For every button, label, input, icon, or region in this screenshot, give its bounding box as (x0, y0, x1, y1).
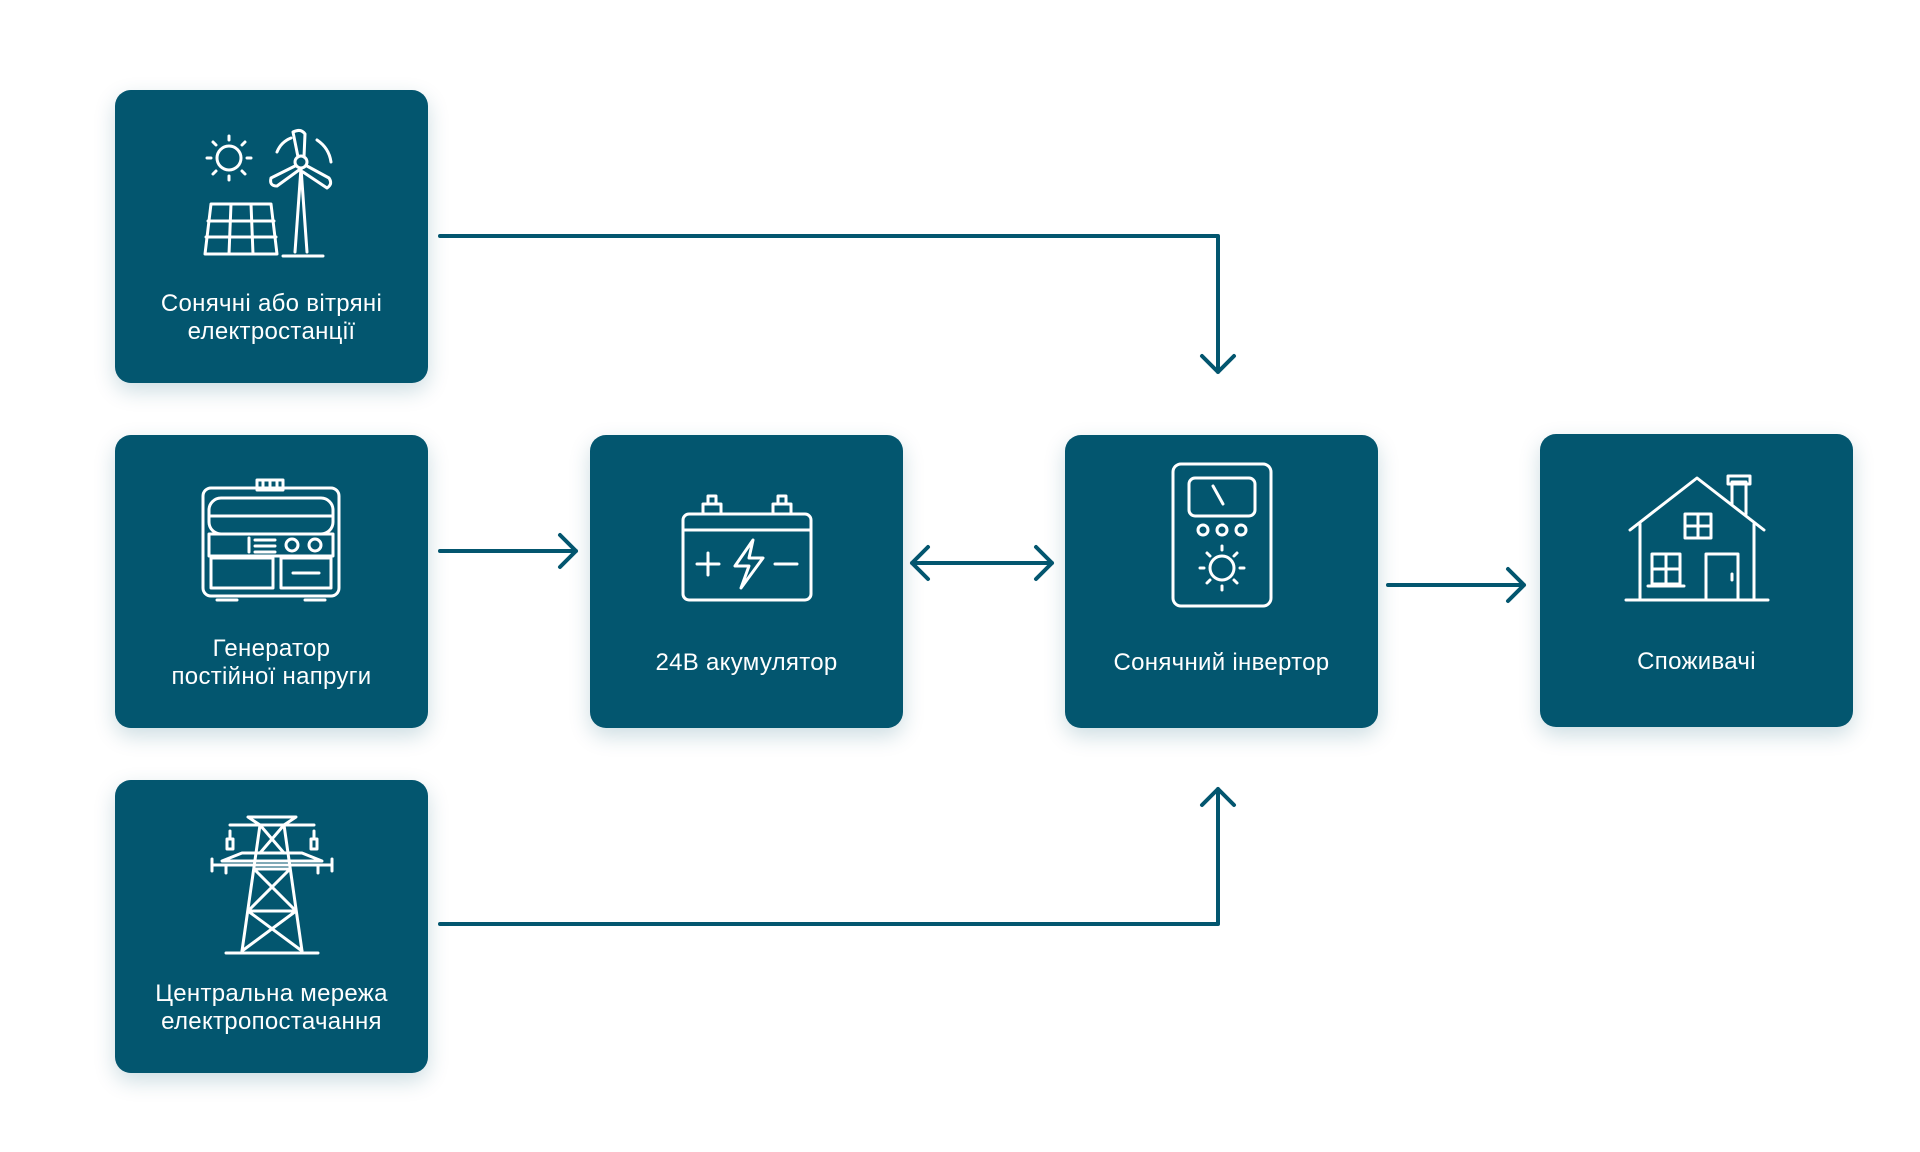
node-generator-label-line2: постійної напруги (171, 663, 372, 690)
node-generator: Генератор постійної напруги (115, 435, 428, 728)
node-consumers-label: Споживачі (1637, 648, 1756, 675)
node-renewables-label-line2: електростанції (187, 318, 356, 345)
node-inverter-label: Сонячний інвертор (1113, 649, 1330, 676)
node-grid-label-line2: електропостачання (161, 1008, 382, 1035)
house-icon (1540, 468, 1853, 608)
node-renewables-label-line1: Сонячні або вітряні (160, 290, 383, 317)
arrow-renewables-to-inverter (438, 234, 1236, 374)
node-battery-label: 24В акумулятор (655, 649, 838, 676)
node-grid: Центральна мережа електропостачання (115, 780, 428, 1073)
arrow-generator-to-battery (438, 533, 578, 569)
generator-icon (115, 471, 428, 611)
node-inverter: Сонячний інвертор (1065, 435, 1378, 728)
node-grid-label-line1: Центральна мережа (155, 980, 388, 1007)
node-generator-label: Генератор постійної напруги (129, 635, 414, 691)
solar-wind-icon (115, 126, 428, 266)
node-renewables: Сонячні або вітряні електростанції (115, 90, 428, 383)
arrow-grid-to-inverter (438, 787, 1236, 926)
node-grid-label: Центральна мережа електропостачання (129, 980, 414, 1036)
node-renewables-label: Сонячні або вітряні електростанції (129, 290, 414, 346)
inverter-icon (1065, 462, 1378, 608)
arrow-inverter-to-consumers (1386, 567, 1526, 603)
power-tower-icon (115, 815, 428, 956)
arrow-battery-inverter-bidirectional (910, 545, 1054, 581)
node-generator-label-line1: Генератор (212, 635, 331, 662)
node-consumers: Споживачі (1540, 434, 1853, 727)
battery-icon (590, 475, 903, 615)
node-battery: 24В акумулятор (590, 435, 903, 728)
